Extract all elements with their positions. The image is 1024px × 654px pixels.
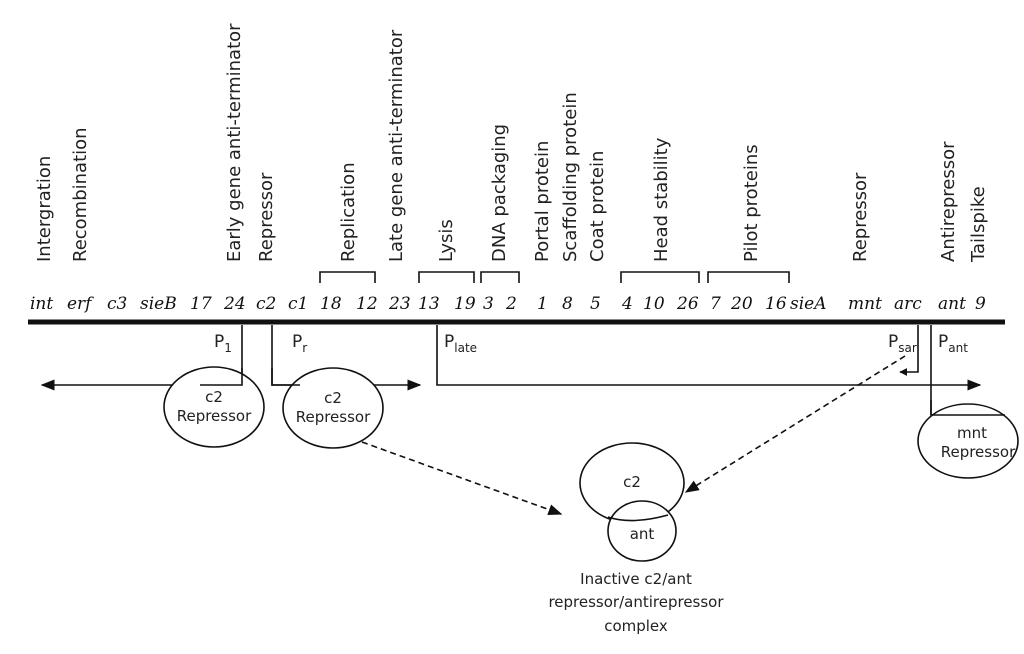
bracket-head-stability — [620, 271, 700, 283]
transcript-psar-leftward — [899, 325, 919, 376]
c2-repressor-left-line2: Repressor — [177, 407, 252, 425]
mnt-repressor-line2: Repressor — [941, 443, 1016, 461]
function-label-replication: Replication — [338, 162, 359, 262]
gene-9: 9 — [975, 294, 986, 314]
gene-c3: c3 — [107, 294, 127, 314]
function-label-early-gene-anti-terminator: Early gene anti-terminator — [224, 23, 245, 262]
c2-repressor-right: c2 Repressor — [282, 367, 384, 449]
gene-c2: c2 — [256, 294, 276, 314]
grouping-brackets — [319, 271, 790, 283]
c2-repressor-left-shape — [163, 366, 265, 448]
gene-17: 17 — [190, 294, 212, 314]
gene-12: 12 — [356, 294, 378, 314]
gene-20: 20 — [730, 294, 753, 314]
gene-mnt: mnt — [848, 294, 882, 314]
bracket-dna-packaging — [480, 271, 520, 283]
complex-c2-outline-over-ant — [607, 514, 669, 522]
function-label-head-stability: Head stability — [651, 137, 672, 262]
gene-10: 10 — [643, 294, 665, 314]
promoter-plate: Plate — [444, 332, 477, 355]
transcript-pr-overlay — [271, 368, 300, 386]
c2-repressor-left-line1: c2 — [205, 388, 223, 406]
function-label-late-gene-anti-terminator: Late gene anti-terminator — [386, 29, 407, 262]
gene-3: 3 — [483, 294, 494, 314]
gene-2: 2 — [505, 294, 517, 314]
c2-repressor-right-shape — [282, 367, 384, 449]
bracket-replication — [319, 271, 376, 283]
function-label-recombination: Recombination — [70, 127, 91, 262]
c2-repressor-right-line1: c2 — [324, 389, 342, 407]
promoter-p1: P1 — [214, 332, 232, 355]
gene-4: 4 — [621, 294, 633, 314]
gene-arc: arc — [894, 294, 922, 314]
pant-bracket-to-mnt — [930, 400, 1005, 416]
gene-13: 13 — [418, 294, 440, 314]
function-label-dna-packaging: DNA packaging — [489, 124, 510, 262]
bracket-lysis — [418, 271, 475, 283]
complex-c2-label: c2 — [623, 473, 641, 491]
caption-line3: complex — [604, 617, 668, 635]
mnt-repressor-shape — [917, 403, 1019, 479]
promoter-labels: P1 Pr Plate Psar Pant — [214, 332, 968, 355]
gene-8: 8 — [562, 294, 573, 314]
gene-1: 1 — [537, 294, 548, 314]
c2-ant-complex: c2 ant — [579, 442, 685, 562]
c2-repressor-right-line2: Repressor — [296, 408, 371, 426]
c2-repressor-left: c2 Repressor — [163, 366, 265, 448]
mnt-repressor: mnt Repressor — [917, 403, 1019, 479]
promoter-pant: Pant — [938, 332, 968, 355]
function-label-pilot-proteins: Pilot proteins — [741, 144, 762, 262]
gene-18: 18 — [320, 294, 342, 314]
gene-24: 24 — [223, 294, 246, 314]
caption-line2: repressor/antirepressor — [548, 593, 724, 611]
promoter-pr: Pr — [292, 332, 307, 355]
gene-7: 7 — [710, 294, 721, 314]
gene-sieB: sieB — [140, 294, 177, 314]
gene-16: 16 — [765, 294, 787, 314]
gene-int: int — [30, 294, 53, 314]
function-label-coat-protein: Coat protein — [587, 151, 608, 262]
transcript-p1-overlay — [200, 368, 243, 386]
gene-19: 19 — [454, 294, 476, 314]
function-label-portal-protein: Portal protein — [532, 141, 553, 262]
mnt-repressor-line1: mnt — [957, 424, 987, 442]
gene-c1: c1 — [288, 294, 308, 314]
dashed-arrow-c2-to-complex — [361, 441, 563, 515]
transcript-plate-rightward — [436, 325, 982, 391]
bracket-pilot-proteins — [707, 271, 790, 283]
function-label-tailspike: Tailspike — [968, 186, 989, 263]
gene-erf: erf — [67, 294, 94, 314]
function-labels: Intergration Recombination Early gene an… — [34, 23, 989, 263]
function-label-repressor-mnt: Repressor — [850, 172, 871, 262]
gene-23: 23 — [388, 294, 411, 314]
promoter-psar: Psar — [888, 332, 917, 355]
gene-ant: ant — [938, 294, 966, 314]
gene-26: 26 — [676, 294, 699, 314]
dashed-arrow-psar-to-complex — [684, 355, 906, 493]
function-label-intergration: Intergration — [34, 156, 55, 262]
function-label-antirepressor: Antirepressor — [938, 141, 959, 262]
complex-ant-shape — [607, 500, 677, 562]
function-label-scaffolding-protein: Scaffolding protein — [560, 92, 581, 262]
complex-ant-label: ant — [630, 525, 655, 543]
complex-caption: Inactive c2/ant repressor/antirepressor … — [548, 570, 724, 635]
gene-row: int erf c3 sieB 17 24 c2 c1 18 12 23 13 … — [30, 294, 986, 314]
function-label-lysis: Lysis — [436, 219, 457, 262]
gene-sieA: sieA — [790, 294, 827, 314]
function-label-repressor-c2: Repressor — [256, 172, 277, 262]
caption-line1: Inactive c2/ant — [580, 570, 692, 588]
gene-5: 5 — [590, 294, 601, 314]
